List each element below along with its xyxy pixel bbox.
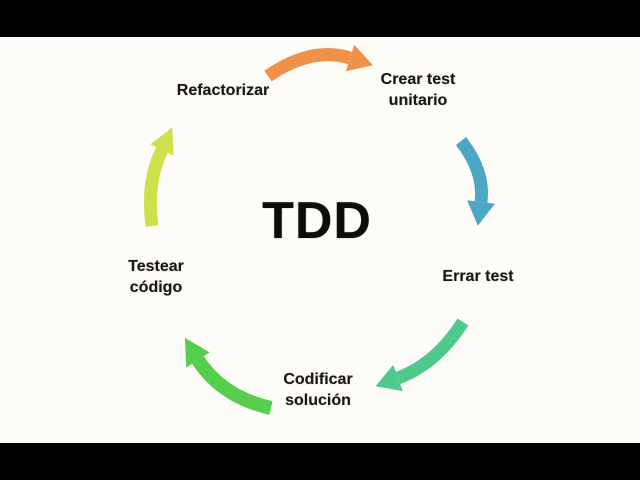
step-label-errar-test-text: Errar test — [442, 268, 514, 285]
step-label-crear-test-line2: unitario — [388, 92, 448, 109]
step-label-refactorizar: Refactorizar — [177, 80, 269, 101]
diagram-canvas — [0, 37, 640, 443]
step-label-testear-codigo: Testear código — [128, 256, 184, 298]
arrow-refactorizar-to-crear-test-icon — [264, 44, 373, 82]
arrow-crear-test-to-errar-test-icon — [455, 137, 495, 226]
arrow-errar-test-to-codificar-icon — [375, 318, 469, 392]
diagram-title: TDD — [262, 192, 372, 250]
arrow-codificar-to-testear-icon — [184, 337, 273, 415]
step-label-codificar-line2: solución — [285, 392, 351, 409]
step-label-testear-line1: Testear — [128, 258, 184, 275]
step-label-crear-test-line1: Crear test — [380, 71, 456, 88]
step-label-crear-test-unitario: Crear test unitario — [381, 69, 456, 111]
letterbox-bottom-bar — [0, 443, 640, 480]
arrow-testear-to-refactorizar-icon — [143, 127, 174, 227]
letterbox-top-bar — [0, 0, 640, 37]
step-label-testear-line2: código — [129, 279, 183, 296]
step-label-codificar-solucion: Codificar solución — [283, 369, 352, 411]
step-label-refactorizar-text: Refactorizar — [176, 82, 270, 99]
step-label-errar-test: Errar test — [442, 266, 513, 287]
step-label-codificar-line1: Codificar — [283, 371, 353, 388]
